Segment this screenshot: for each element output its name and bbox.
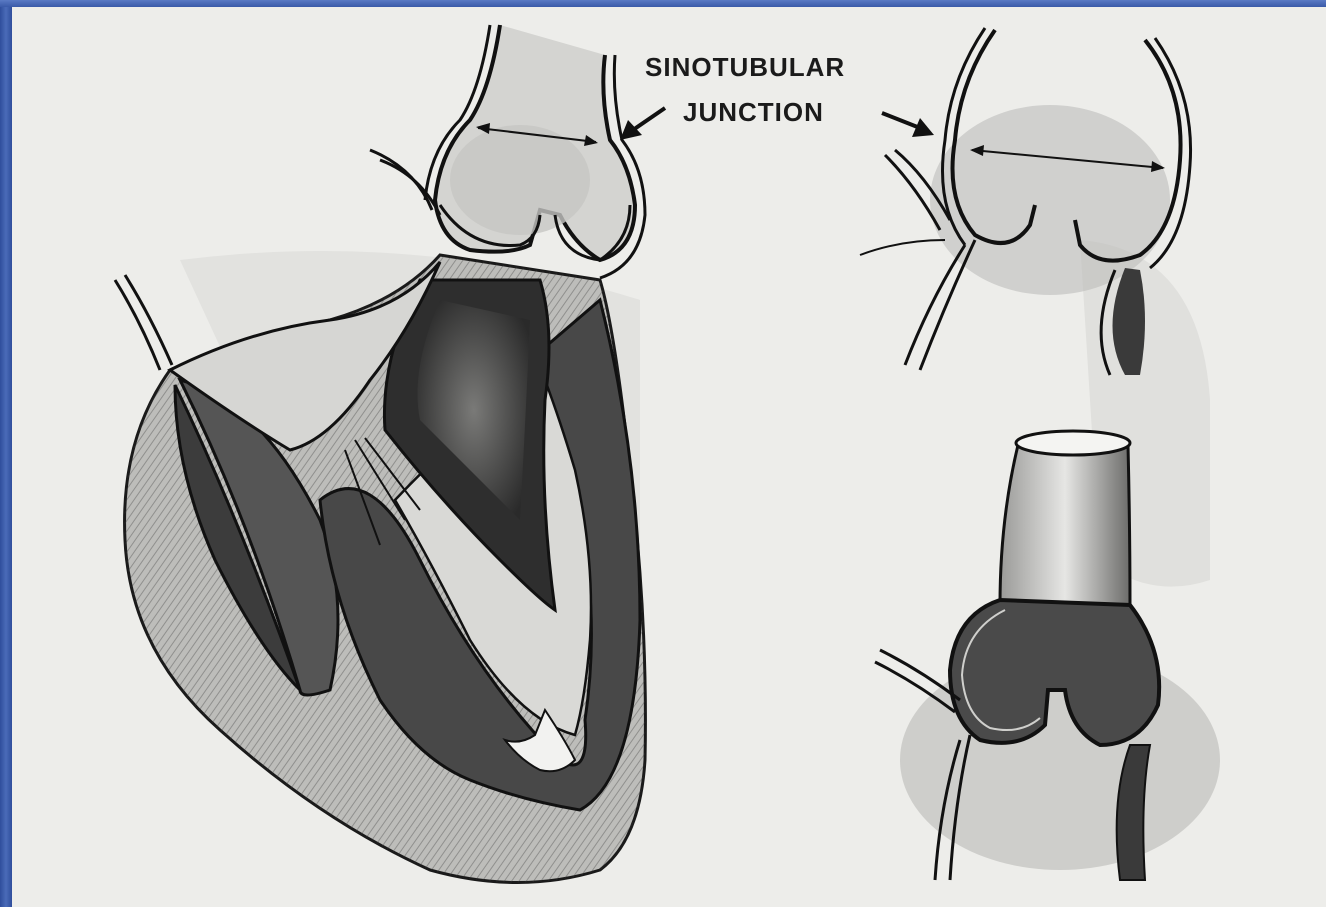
arrow-right-icon <box>882 113 934 137</box>
sinotubular-label-line2: JUNCTION <box>683 97 824 128</box>
aortic-root-main <box>370 25 645 278</box>
aortic-root-dilated <box>860 28 1191 375</box>
illustration-plate: SINOTUBULAR JUNCTION <box>12 7 1326 907</box>
slide-top-border <box>0 0 1326 7</box>
heart-illustration <box>12 7 1326 907</box>
arrow-left-icon <box>620 108 665 140</box>
heart-main <box>115 255 645 883</box>
sinotubular-label-line1: SINOTUBULAR <box>645 52 845 83</box>
